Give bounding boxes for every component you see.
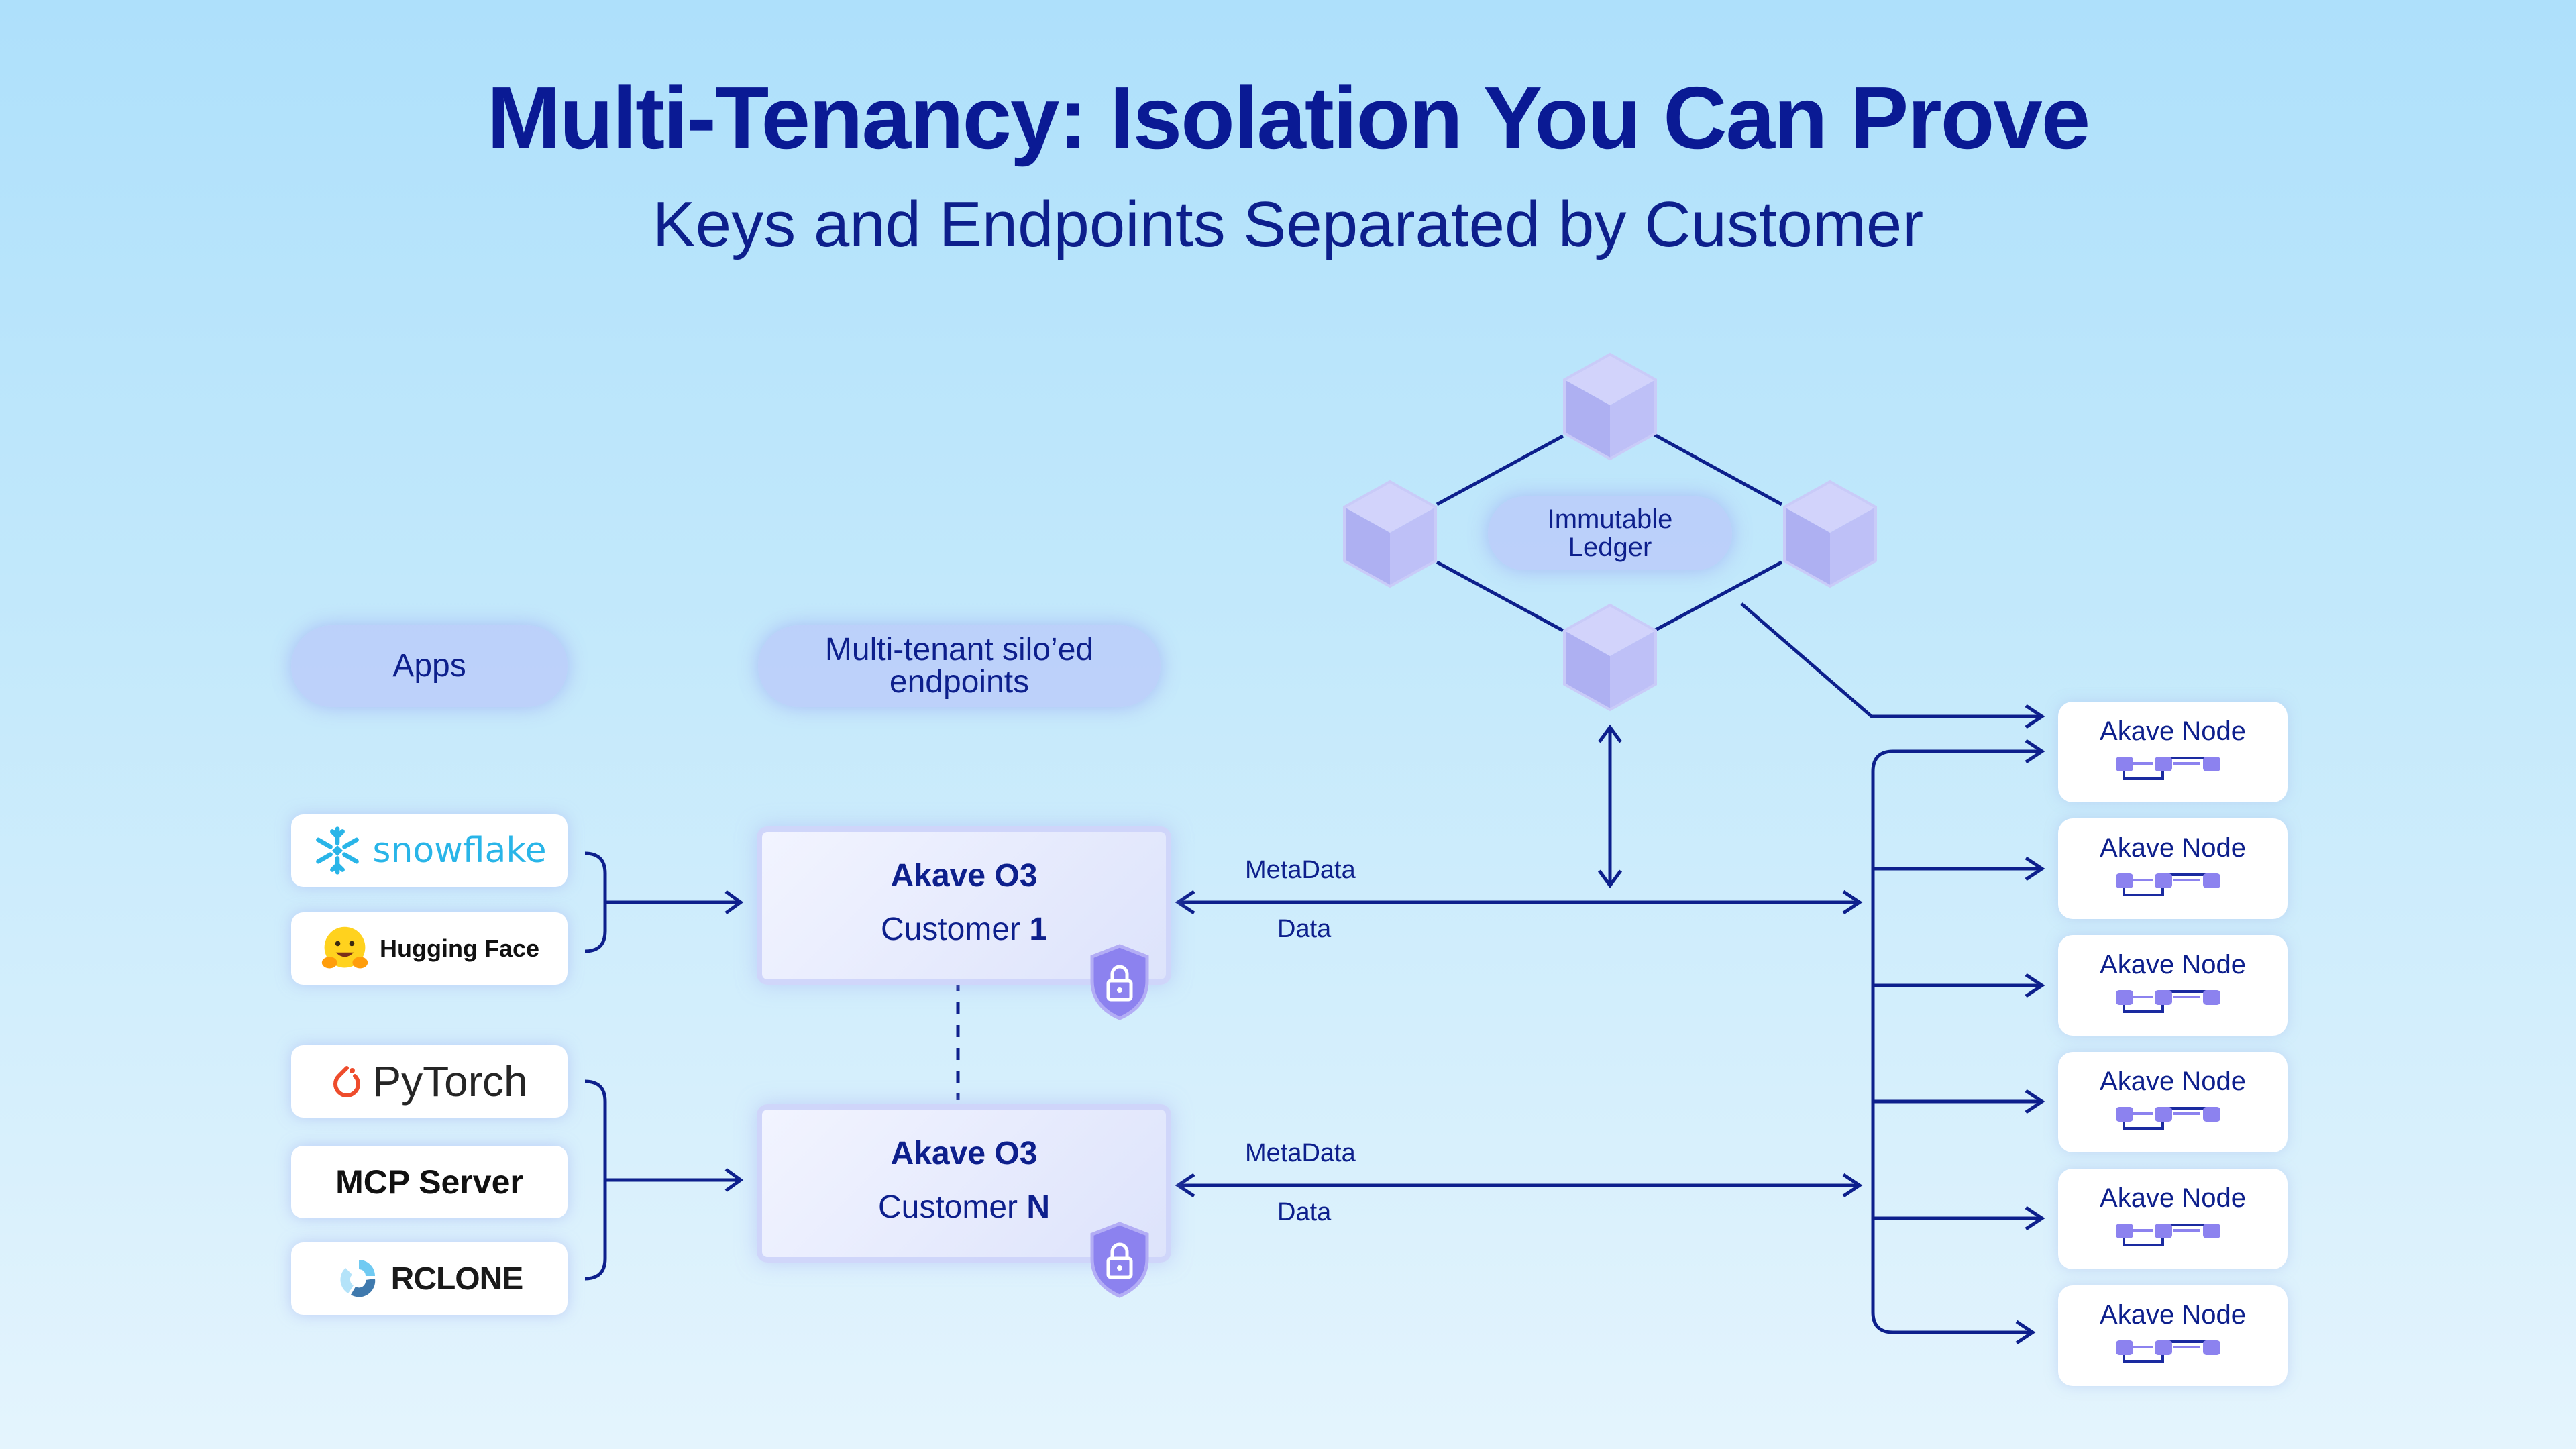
- data-label-1: Data: [1277, 915, 1332, 943]
- ledger-label-line2: Ledger: [1568, 533, 1652, 562]
- akave-node-card[interactable]: Akave Node: [2058, 702, 2288, 802]
- ledger-cube-right: [1783, 480, 1877, 588]
- akave-node-label: Akave Node: [2100, 1300, 2246, 1330]
- node-graph-icon: [2116, 1107, 2220, 1130]
- ledger-cube-top: [1563, 353, 1657, 460]
- ledger-cube-bottom: [1563, 604, 1657, 711]
- akave-node-label: Akave Node: [2100, 716, 2246, 746]
- akave-node-label: Akave Node: [2100, 1183, 2246, 1213]
- metadata-label-n: MetaData: [1245, 1139, 1356, 1167]
- metadata-label-1: MetaData: [1245, 856, 1356, 884]
- ledger-label-line1: Immutable: [1547, 504, 1673, 534]
- tenant-box-1[interactable]: Akave O3 Customer 1: [757, 826, 1171, 1020]
- ledger-edge-top-right: [1653, 433, 1783, 506]
- page-title: Multi-Tenancy: Isolation You Can Prove: [486, 68, 2090, 167]
- snowflake-icon: [316, 826, 360, 875]
- tenant-n-customer-prefix: Customer: [877, 1189, 1018, 1225]
- tenant-1-customer-prefix: Customer: [880, 912, 1020, 947]
- app-card-pytorch[interactable]: PyTorch: [291, 1045, 568, 1118]
- node-graph-icon: [2116, 990, 2220, 1013]
- akave-node-card[interactable]: Akave Node: [2058, 1052, 2288, 1152]
- pytorch-label: PyTorch: [372, 1057, 528, 1106]
- app-card-mcp-server[interactable]: MCP Server: [291, 1146, 568, 1218]
- tenant-1-customer: Customer 1: [762, 911, 1166, 948]
- node-graph-icon: [2116, 873, 2220, 896]
- lock-shield-icon: [1090, 944, 1149, 1020]
- tenant-1-customer-id: 1: [1029, 912, 1048, 947]
- apps-header: Apps: [291, 625, 568, 707]
- hugging-face-icon: [321, 926, 368, 969]
- pytorch-icon: [333, 1066, 361, 1098]
- akave-node-card[interactable]: Akave Node: [2058, 818, 2288, 919]
- page-subtitle: Keys and Endpoints Separated by Customer: [652, 189, 1924, 260]
- akave-node-label: Akave Node: [2100, 833, 2246, 863]
- tenant-n-customer-id: N: [1026, 1189, 1051, 1225]
- akave-node-label: Akave Node: [2100, 950, 2246, 979]
- tenant-n-title: Akave O3: [890, 1136, 1038, 1171]
- app-card-hugging-face[interactable]: Hugging Face: [291, 912, 568, 985]
- snowflake-label: snowflake: [372, 830, 547, 871]
- ledger-label: Immutable Ledger: [1488, 496, 1732, 570]
- node-graph-icon: [2116, 757, 2220, 780]
- ledger-edge-bottom-right: [1653, 560, 1783, 633]
- bracket-group-2: [584, 1079, 607, 1281]
- ledger-edge-top-left: [1436, 434, 1564, 506]
- app-card-rclone[interactable]: RCLONE: [291, 1242, 568, 1315]
- rclone-label: RCLONE: [390, 1260, 524, 1297]
- akave-node-label: Akave Node: [2100, 1067, 2246, 1096]
- endpoints-header-label: Multi-tenant silo’ed endpoints: [824, 632, 1094, 700]
- ledger-to-node-arrow: [1740, 602, 2042, 718]
- tenant-1-title: Akave O3: [890, 858, 1038, 894]
- ledger-edge-bottom-left: [1436, 560, 1564, 633]
- ledger-cube-left: [1343, 480, 1437, 588]
- node-graph-icon: [2116, 1340, 2220, 1363]
- mcp-server-label: MCP Server: [335, 1163, 523, 1201]
- app-card-snowflake[interactable]: snowflake: [291, 814, 568, 887]
- rclone-icon: [340, 1260, 375, 1297]
- akave-node-card[interactable]: Akave Node: [2058, 1169, 2288, 1269]
- lock-shield-icon: [1090, 1222, 1149, 1298]
- apps-header-label: Apps: [392, 648, 466, 684]
- tenant-n-customer: Customer N: [762, 1189, 1166, 1226]
- node-graph-icon: [2116, 1224, 2220, 1246]
- distribution-trunk: [1871, 749, 1894, 1334]
- tenant-box-n[interactable]: Akave O3 Customer N: [757, 1104, 1171, 1298]
- hugging-face-label: Hugging Face: [379, 934, 539, 962]
- akave-node-card[interactable]: Akave Node: [2058, 935, 2288, 1036]
- bracket-group-1: [584, 851, 607, 953]
- data-label-n: Data: [1277, 1198, 1332, 1226]
- akave-node-card[interactable]: Akave Node: [2058, 1285, 2288, 1386]
- endpoints-header: Multi-tenant silo’ed endpoints: [758, 625, 1161, 707]
